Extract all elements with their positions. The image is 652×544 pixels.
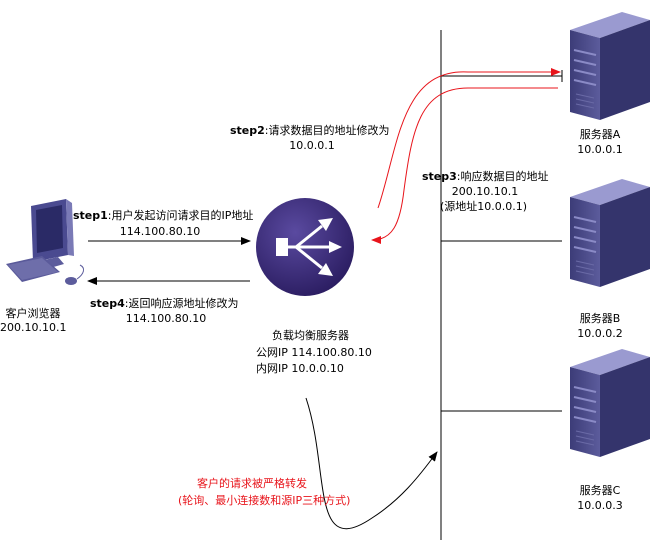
load-balancer-name: 负载均衡服务器 [272,329,349,342]
forwarding-note-methods: (轮询、最小连接数和源IP三种方式) [178,494,351,507]
server-c-ip: 10.0.0.3 [577,499,623,512]
server-c-icon [570,349,650,457]
step4-ip: 114.100.80.10 [125,312,207,325]
client-name: 客户浏览器 [5,307,61,320]
forwarding-note-title: 客户的请求被严格转发 [197,477,307,490]
step3-label: step3:响应数据目的地址 [422,170,549,183]
step4-label: step4:返回响应源地址修改为 [90,297,239,310]
step2-label: step2:请求数据目的地址修改为 [230,124,390,137]
server-b-name: 服务器B [579,312,621,325]
step1-ip: 114.100.80.10 [119,225,201,238]
server-a-ip: 10.0.0.1 [577,143,623,156]
server-a-name: 服务器A [579,128,621,141]
server-b-ip: 10.0.0.2 [577,327,623,340]
server-a-icon [570,12,650,120]
client-ip: 200.10.10.1 [0,321,67,334]
step1-label: step1:用户发起访问请求目的IP地址 [73,209,254,222]
step3-ip: 200.10.10.1 [451,185,519,198]
load-balancer-public-ip: 公网IP 114.100.80.10 [256,346,372,359]
load-balancer-icon [256,198,354,296]
forwarding-arrow [305,397,438,530]
server-c-name: 服务器C [579,484,621,497]
server-b-icon [570,179,650,287]
step2-ip: 10.0.0.1 [289,139,335,152]
step2-arrow [377,68,561,209]
client-computer-icon [6,199,85,285]
step3-arrow [371,87,558,244]
load-balancer-private-ip: 内网IP 10.0.0.10 [256,362,344,375]
step3-source: (源地址10.0.0.1) [440,200,528,213]
